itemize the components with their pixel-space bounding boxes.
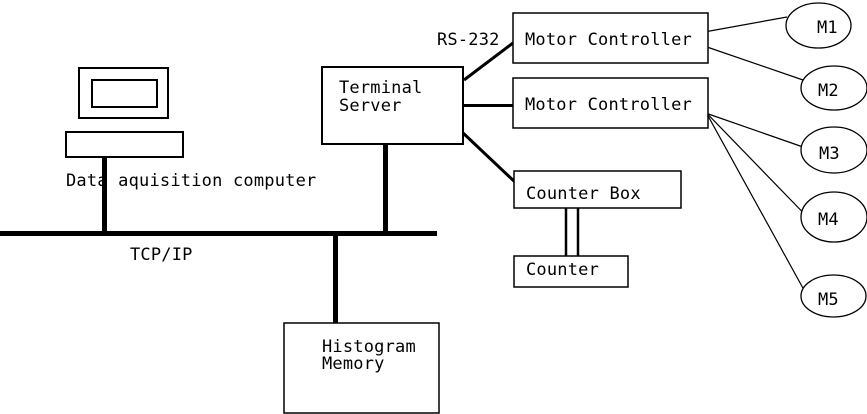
mc2-m5-link <box>706 113 805 291</box>
mc1-m2-link <box>706 46 804 81</box>
motor-m5-ellipse <box>800 274 867 318</box>
motor-m5-label: M5 <box>818 290 839 310</box>
mc2-m4-link <box>706 113 804 213</box>
motor-controller-2-box <box>512 77 709 129</box>
motor-m4-label: M4 <box>818 210 839 230</box>
motor-m1-label: M1 <box>817 18 838 38</box>
rs232-link-mc1 <box>463 41 514 82</box>
motor-m2-ellipse <box>800 65 867 111</box>
motor-m3-ellipse <box>800 126 867 174</box>
bus-label: TCP/IP <box>130 245 193 265</box>
motor-controller-1-box <box>512 12 709 64</box>
computer-label: Data aquisition computer <box>66 171 316 191</box>
motor-m2-label: M2 <box>818 81 839 101</box>
counter-box-box <box>513 170 682 209</box>
terminal-server-label-line2: Server <box>339 96 402 116</box>
computer-screen-icon <box>91 79 158 108</box>
mc2-m3-link <box>706 112 804 148</box>
histogram-memory-label-line2: Memory <box>322 354 385 374</box>
mc1-m1-link <box>706 16 788 33</box>
motor-controller-2-label: Motor Controller <box>525 95 692 115</box>
motor-m3-label: M3 <box>819 144 840 164</box>
histogram-memory-box <box>283 322 440 414</box>
histogram-memory-label-line1: Histogram <box>322 337 416 357</box>
terminal-server-label-line1: Terminal <box>339 78 422 98</box>
counter-box-label: Counter Box <box>526 184 641 204</box>
computer-keyboard-icon <box>65 131 184 158</box>
motor-m1-ellipse <box>785 2 852 49</box>
motor-m4-ellipse <box>800 191 867 243</box>
motor-controller-1-label: Motor Controller <box>525 30 692 50</box>
serial-label: RS-232 <box>437 30 500 50</box>
counter-box <box>513 255 629 288</box>
counter-label: Counter <box>526 260 599 280</box>
terminal-server-counterbox-link <box>460 130 518 185</box>
terminal-server-box <box>321 66 464 145</box>
